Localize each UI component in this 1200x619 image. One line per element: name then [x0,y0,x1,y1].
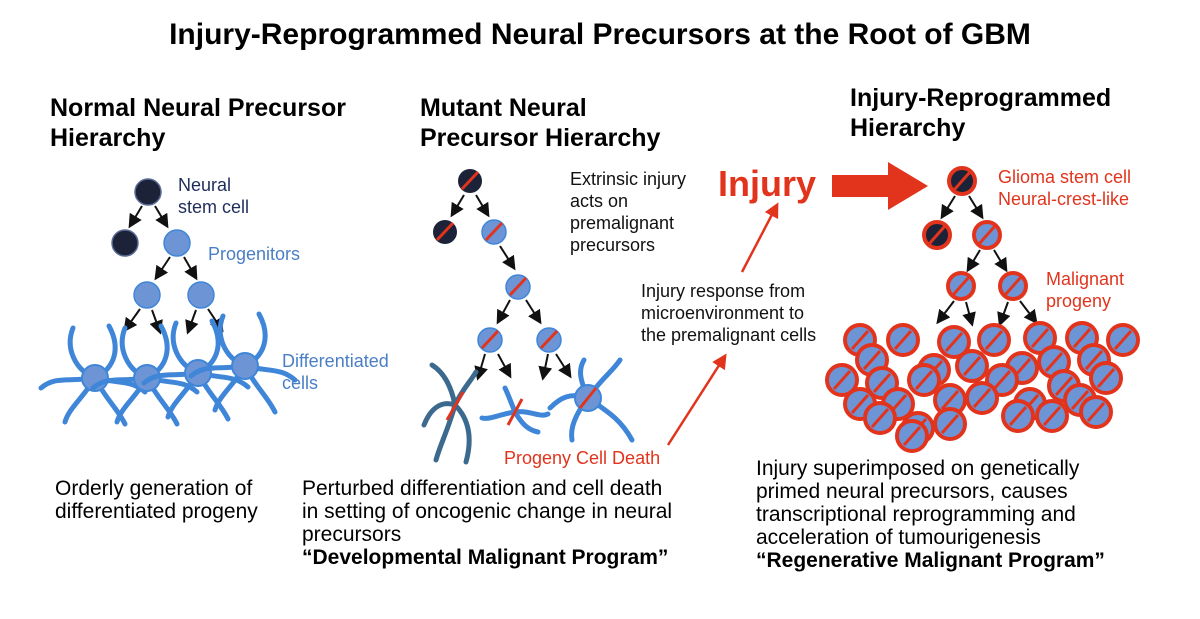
mutation-mark [940,414,960,434]
big-injury-arrow [832,162,928,210]
desc-line: differentiated progeny [55,500,258,523]
label-line: stem cell [178,197,250,217]
desc-line: precursors [302,523,402,546]
mutation-mark [992,370,1012,390]
normal-hierarchy-heading: Normal Neural Precursor Hierarchy [50,93,346,153]
normal-description: Orderly generation of differentiated pro… [55,477,258,523]
mutation-mark [850,330,870,350]
desc-line: transcriptional reprogramming and [756,503,1076,526]
label-line: precursors [570,235,656,255]
reprogrammed-hierarchy-heading: Injury-Reprogrammed Hierarchy [850,83,1111,143]
desc-line: in setting of oncogenic change in neural [302,500,673,523]
glioma-stem-cell-label: Glioma stem cell Neural-crest-like [998,166,1131,210]
desc-line: Perturbed differentiation and cell death [302,477,663,500]
mutation-mark [1084,350,1104,370]
label-line: cells [282,373,319,393]
label-line: Neural-crest-like [998,189,1130,209]
page-title: Injury-Reprogrammed Neural Precursors at… [169,18,1031,51]
mutation-mark [870,408,890,428]
progenitor [187,281,215,309]
mutation-mark [862,350,882,370]
mutation-mark [1072,328,1092,348]
heading-line: Precursor Hierarchy [420,124,661,152]
mutation-mark [962,356,982,376]
mutation-mark [1096,368,1116,388]
label-line: Differentiated [282,351,389,371]
mutation-mark [1042,406,1062,426]
regenerative-program-label: “Regenerative Malignant Program” [756,549,1105,572]
malignant-progeny-label: Malignant progeny [1046,268,1124,312]
injury-label: Injury [718,163,817,204]
dying-neuron [421,362,479,465]
label-line: acts on [570,191,629,211]
mutation-mark [1008,406,1028,426]
label-line: Neural [178,175,232,195]
progenitors-label: Progenitors [208,244,301,264]
mutation-mark [1054,376,1074,396]
progenitor [133,281,161,309]
mutation-mark [1113,330,1133,350]
mutation-mark [893,330,913,350]
reprogrammed-hierarchy [825,166,1140,453]
mutation-mark [944,332,964,352]
malignant-progeny-cluster [825,321,1140,453]
death-to-microenvironment-arrow [666,353,727,446]
mutation-mark [1086,402,1106,422]
injury-response-label: Injury response from microenvironment to… [641,280,816,346]
label-line: progeny [1046,291,1112,311]
mutant-hierarchy [421,169,635,465]
label-line: Malignant [1046,269,1125,289]
mutation-mark [914,370,934,390]
label-line: Glioma stem cell [998,167,1132,187]
mutation-mark [984,330,1004,350]
desc-line: primed neural precursors, causes [756,480,1068,503]
mutation-mark [1044,352,1064,372]
mutation-mark [902,426,922,446]
heading-line: Normal Neural Precursor [50,94,346,122]
developmental-program-label: “Developmental Malignant Program” [302,546,669,569]
normal-hierarchy [41,178,295,424]
mutation-mark [1030,328,1050,348]
mutation-mark [872,373,892,393]
mutant-hierarchy-heading: Mutant Neural Precursor Hierarchy [420,93,660,153]
differentiated-cells-label: Differentiated cells [282,350,389,394]
mutation-mark [832,370,852,390]
mutation-mark [1070,390,1090,410]
desc-line: Orderly generation of [55,477,253,500]
neural-stem-cell [134,178,162,206]
neural-stem-cell-label: Neural stem cell [178,174,249,218]
heading-line: Mutant Neural [420,94,587,122]
reprogrammed-description: Injury superimposed on genetically prime… [756,457,1105,572]
progenitor-dark [111,229,139,257]
mutation-mark [940,390,960,410]
label-line: microenvironment to [641,303,805,323]
mutant-neuron [547,357,635,443]
mutation-mark [850,394,870,414]
label-line: Extrinsic injury [570,169,687,189]
differentiated-neuron [41,326,145,424]
mutant-description: Perturbed differentiation and cell death… [302,477,672,569]
desc-line: Injury superimposed on genetically [756,457,1080,480]
progenitor [163,229,191,257]
mutation-mark [972,388,992,408]
dying-neuron [479,385,551,435]
desc-line: acceleration of tumourigenesis [756,526,1041,549]
progeny-cell-death-label: Progeny Cell Death [504,448,661,468]
injury-arrows [666,162,928,446]
extrinsic-injury-label: Extrinsic injury acts on premalignant pr… [570,168,686,256]
heading-line: Hierarchy [850,114,966,142]
label-line: the premalignant cells [641,325,817,345]
injury-response-arrow [740,202,779,273]
heading-line: Injury-Reprogrammed [850,84,1112,112]
heading-line: Hierarchy [50,124,166,152]
label-line: Injury response from [641,281,806,301]
label-line: premalignant [570,213,675,233]
